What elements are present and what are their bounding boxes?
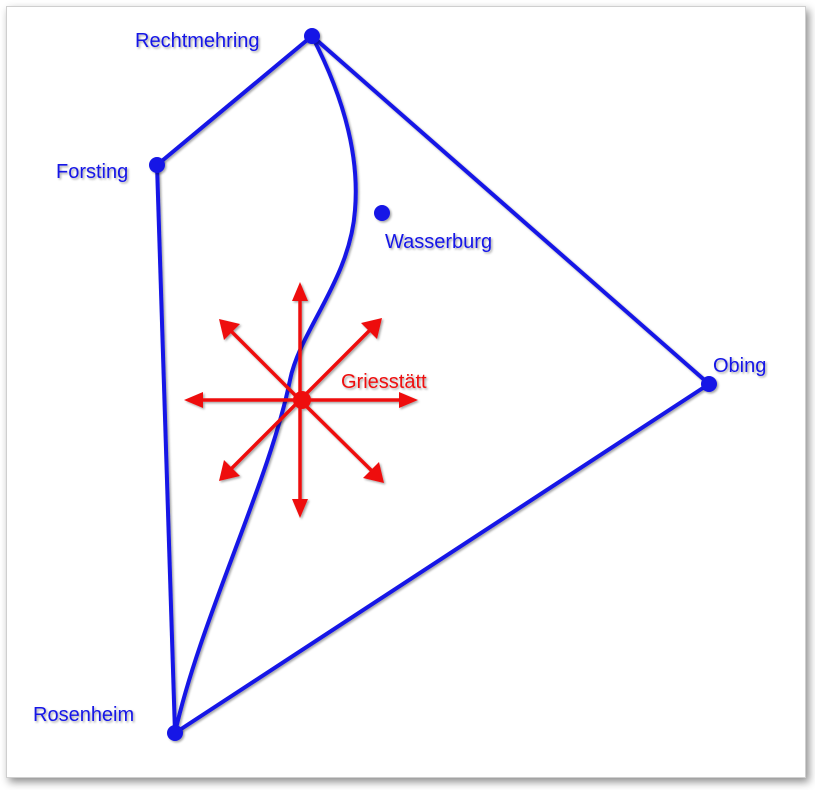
river-curve — [173, 34, 358, 735]
arrow-icon — [399, 392, 418, 408]
arrow-icon — [184, 392, 203, 408]
label-rechtmehring: Rechtmehring — [135, 30, 260, 52]
node-rosenheim — [167, 725, 183, 741]
arrow-northeast — [298, 318, 382, 402]
arrow-icon — [292, 282, 308, 301]
arrow-north — [292, 282, 308, 402]
arrow-northwest — [219, 319, 302, 402]
arrow-southeast — [298, 398, 384, 483]
label-griesstaett: Griesstätt — [341, 371, 427, 393]
network-outline — [155, 34, 711, 735]
label-obing: Obing — [713, 355, 766, 377]
label-forsting: Forsting — [56, 161, 128, 183]
arrow-southwest — [219, 398, 302, 481]
label-wasserburg: Wasserburg — [385, 231, 492, 253]
arrow-east — [298, 392, 418, 408]
node-obing — [701, 376, 717, 392]
arrow-west — [184, 392, 302, 408]
arrow-icon — [219, 319, 240, 340]
arrow-icon — [363, 462, 384, 483]
arrow-icon — [361, 318, 382, 339]
node-griesstaett — [293, 391, 311, 409]
node-rechtmehring — [304, 28, 320, 44]
arrow-icon — [292, 499, 308, 518]
arrow-south — [292, 398, 308, 518]
diagram-frame — [6, 6, 806, 778]
node-forsting — [149, 157, 165, 173]
node-wasserburg — [374, 205, 390, 221]
arrow-icon — [219, 460, 240, 481]
label-rosenheim: Rosenheim — [33, 704, 134, 726]
